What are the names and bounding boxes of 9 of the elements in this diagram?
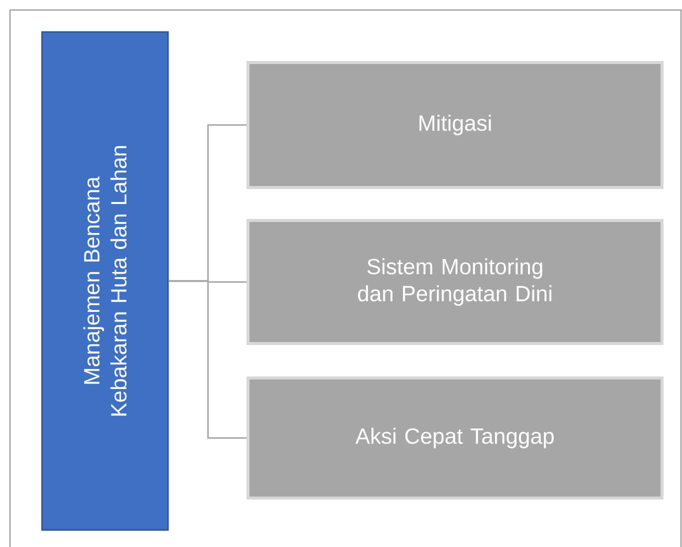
node-label: Mitigasi — [420, 114, 491, 136]
category-box — [246, 376, 664, 500]
node-label: Manajemen Bencana Kebakaran Huta dan Lahan — [83, 146, 127, 416]
category-box — [246, 61, 664, 189]
category-box — [246, 219, 664, 345]
node-label: Sistem Monitoring dan Peringatan Dini — [358, 258, 552, 306]
node-label: Aksi Cepat Tanggap — [355, 428, 554, 448]
connector-line — [168, 280, 246, 439]
title-box — [41, 31, 169, 531]
